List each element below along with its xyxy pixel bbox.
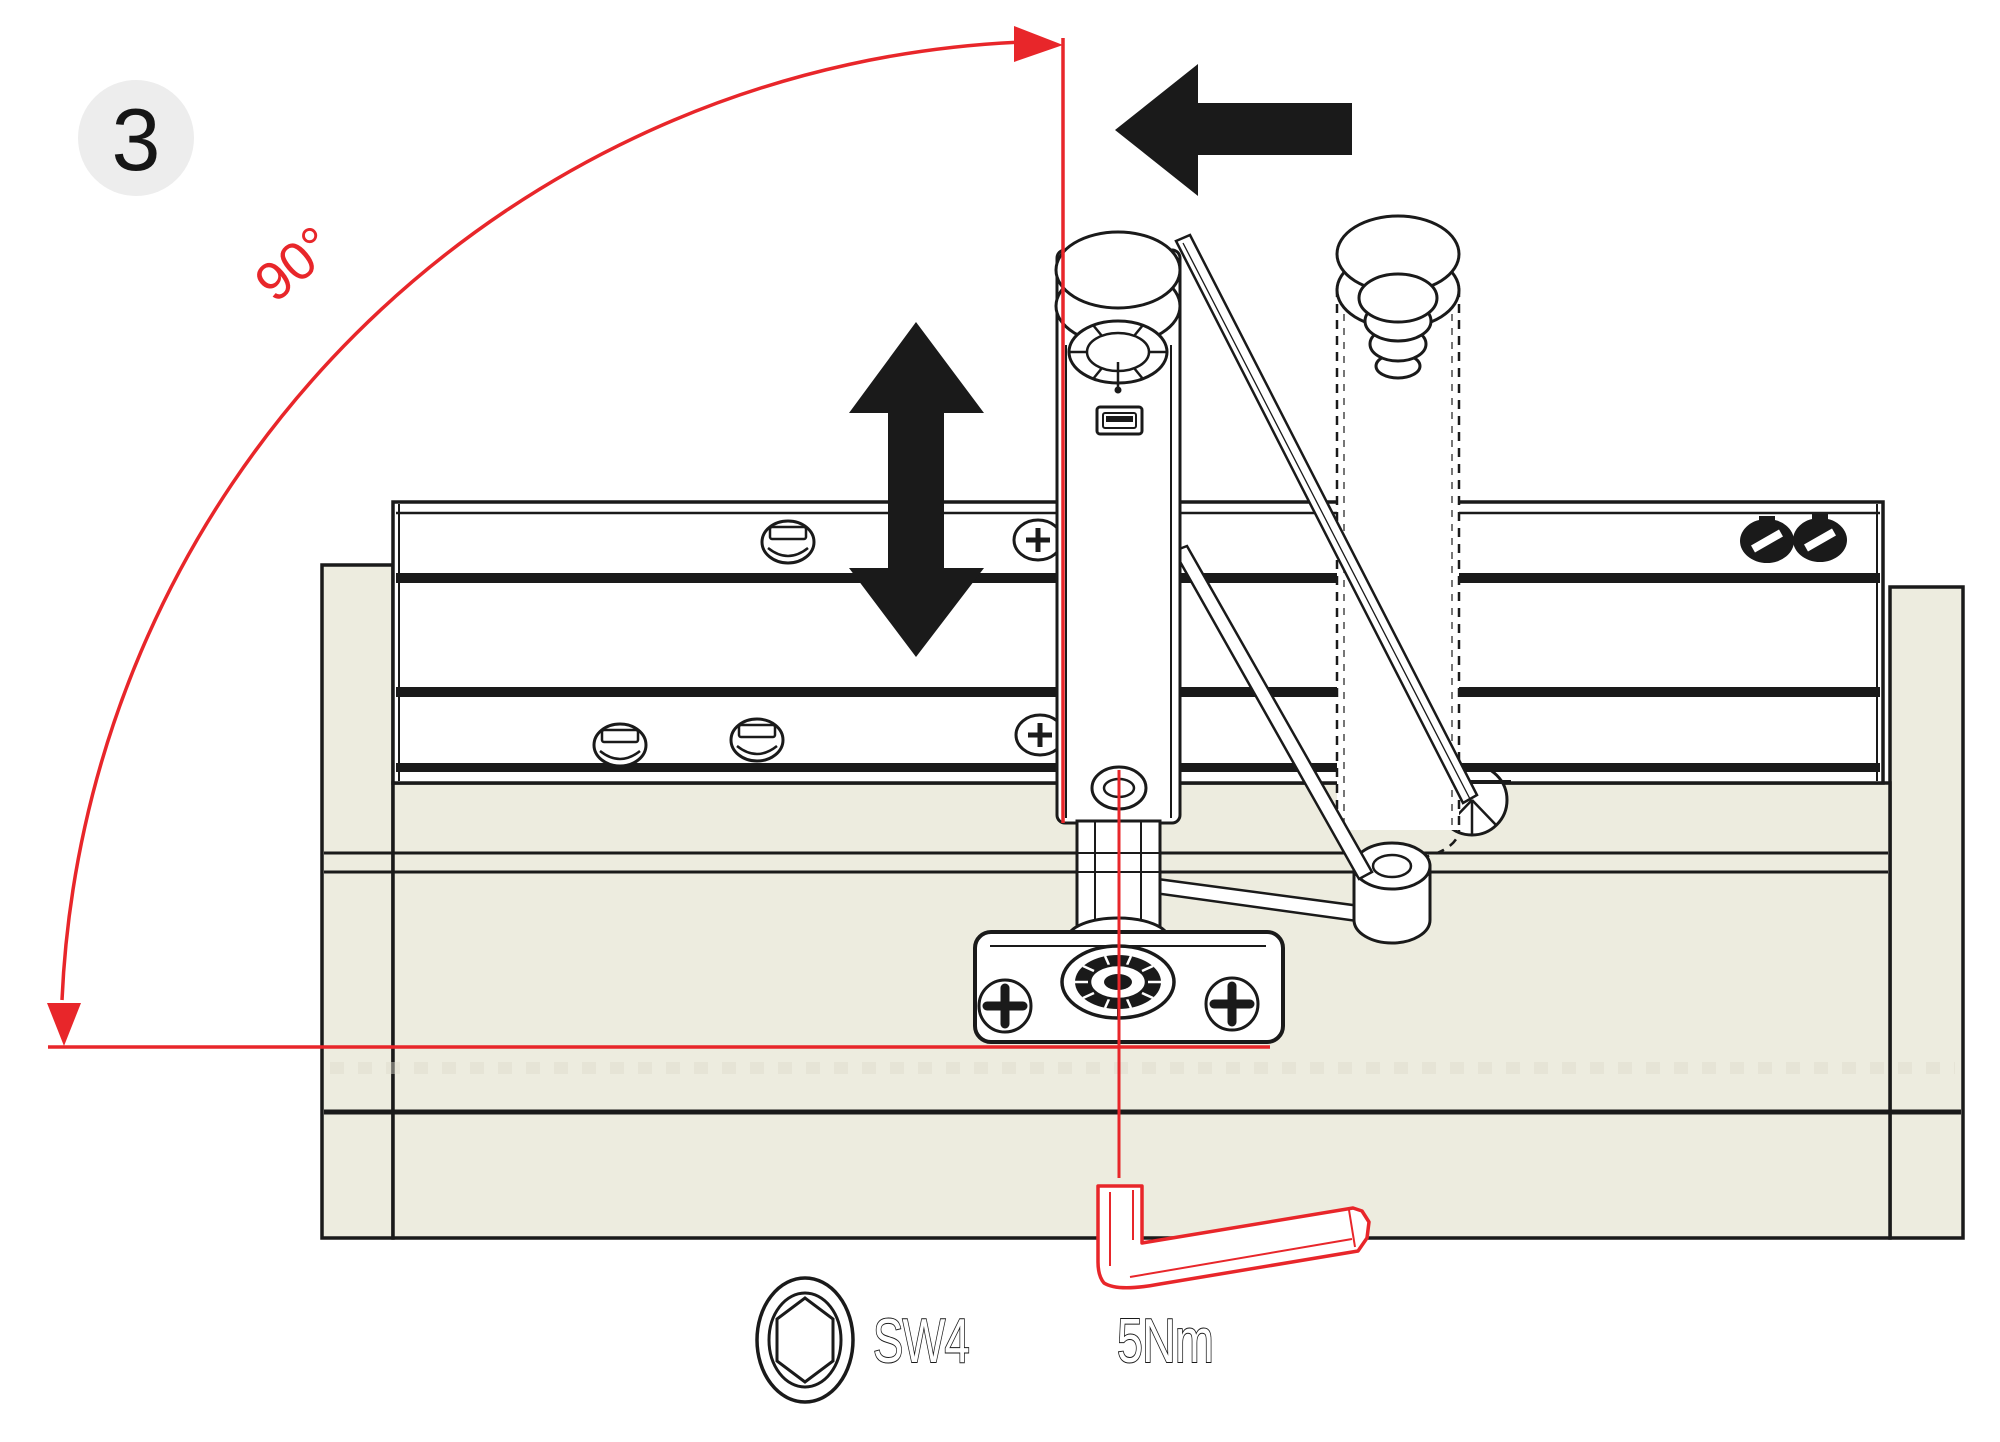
slat-bar-patch bbox=[1437, 763, 1511, 772]
lower-joint-cylinder bbox=[1352, 841, 1432, 945]
rotation-arc-icon bbox=[60, 40, 1023, 1001]
step-number: 3 bbox=[112, 90, 161, 189]
dark-screw bbox=[1793, 514, 1847, 562]
stay-links bbox=[1145, 233, 1479, 945]
slat-screws bbox=[592, 514, 1847, 768]
front-arm-dial bbox=[1067, 319, 1169, 394]
cross-screw bbox=[1012, 518, 1064, 562]
front-arm-slot bbox=[1095, 405, 1144, 436]
step-number-badge: 3 bbox=[78, 80, 194, 196]
slot-screw bbox=[729, 717, 785, 763]
rear-arm-knob bbox=[1357, 272, 1439, 380]
cabinet-left-stile bbox=[320, 563, 395, 1240]
mid-link-strut bbox=[1172, 544, 1374, 881]
torque-label: 5Nm bbox=[1117, 1307, 1213, 1376]
rear-stay-arm bbox=[1335, 214, 1461, 862]
angle-label: 90° bbox=[244, 215, 345, 313]
arc-arrowhead-bottom bbox=[47, 1003, 81, 1046]
long-link-strut bbox=[1174, 233, 1479, 805]
phillips-screw bbox=[1204, 976, 1260, 1032]
hex-socket-icon bbox=[755, 1276, 855, 1404]
slot-screw bbox=[760, 519, 816, 565]
allen-key-icon bbox=[1096, 1184, 1371, 1290]
front-arm-cap-ring bbox=[1054, 230, 1182, 310]
tool-callout: SW4 5Nm bbox=[755, 1276, 1215, 1404]
hex-size-label: SW4 bbox=[873, 1307, 969, 1376]
slat-bar-patch bbox=[1437, 780, 1511, 784]
cross-screw bbox=[1014, 713, 1066, 757]
arc-arrowhead-top bbox=[1014, 26, 1063, 62]
front-stay-arm bbox=[1054, 230, 1182, 825]
mounting-bracket bbox=[973, 916, 1285, 1044]
slot-screw bbox=[592, 722, 648, 768]
phillips-screw bbox=[977, 978, 1033, 1034]
up-down-arrow-icon bbox=[849, 322, 984, 657]
dark-screw bbox=[1740, 516, 1794, 563]
badge-circle bbox=[78, 80, 194, 196]
cabinet-right-stile bbox=[1888, 585, 1965, 1240]
left-arrow-icon bbox=[1115, 64, 1352, 196]
